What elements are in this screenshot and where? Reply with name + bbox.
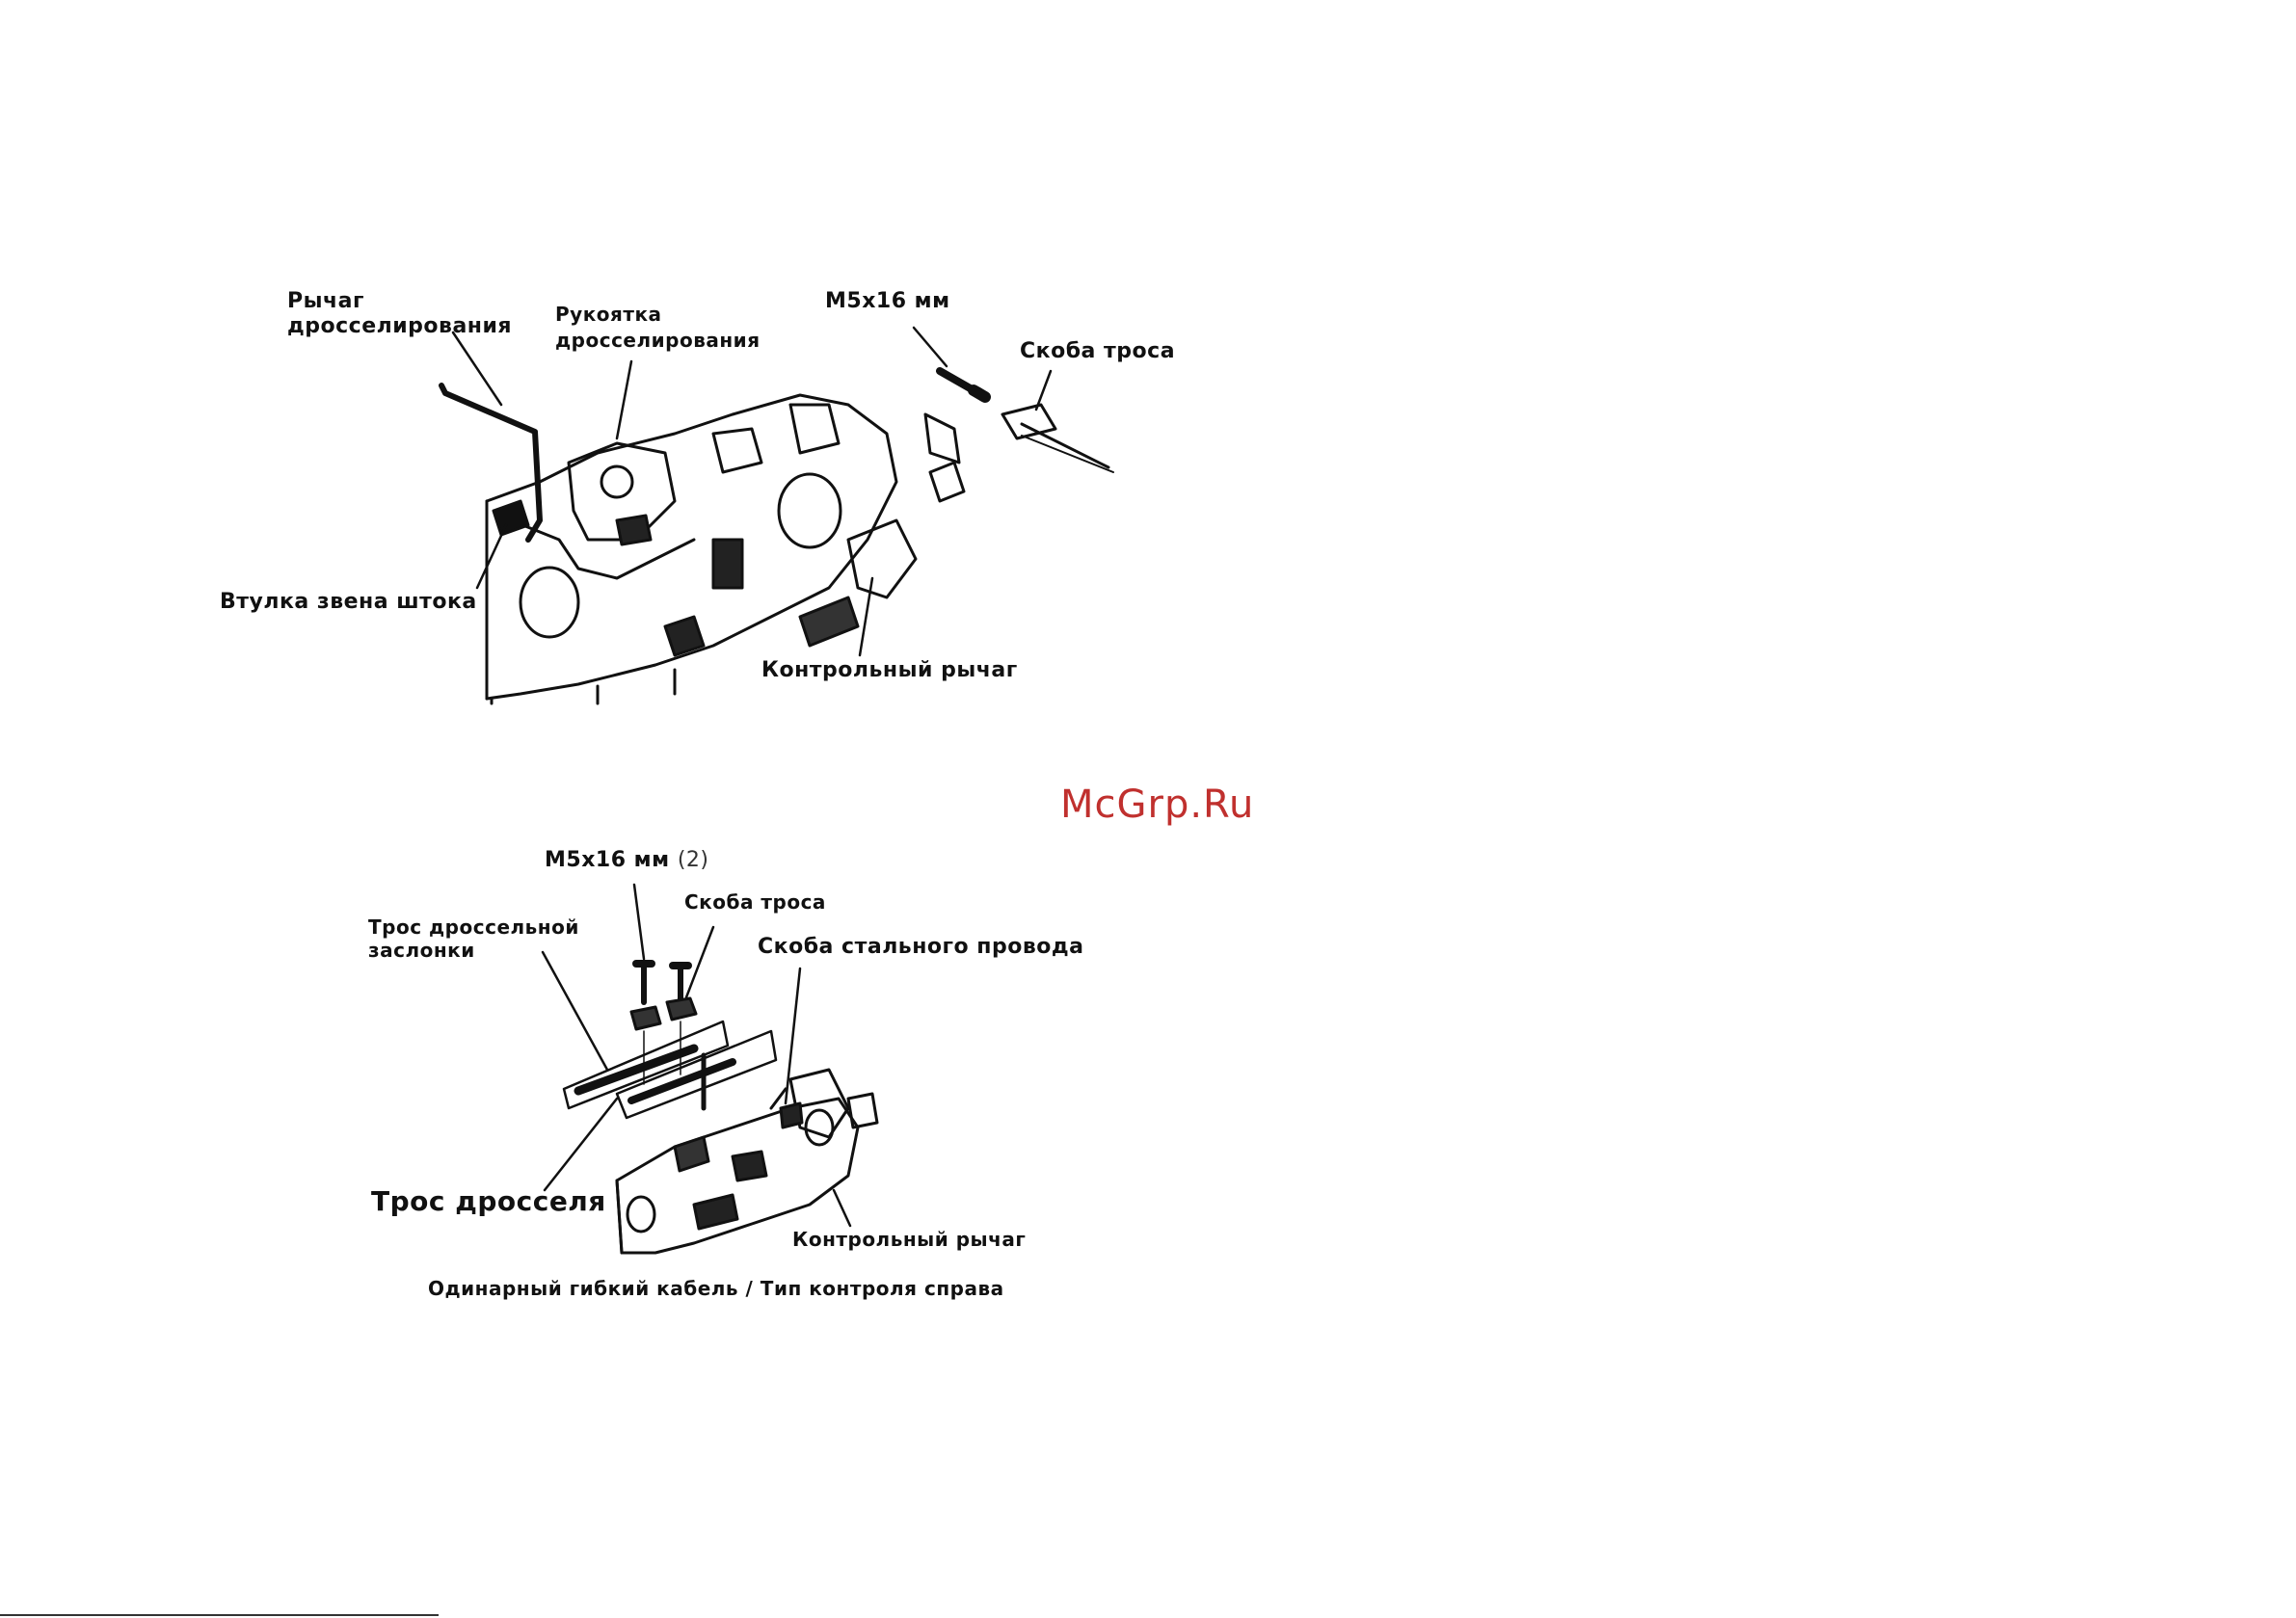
- top-bolt-shape: [940, 371, 974, 390]
- top-control-lever-shape: [848, 520, 916, 597]
- top-assembly: [441, 371, 1113, 703]
- bottom-clamp-1: [631, 1007, 660, 1029]
- label-bottom-cable-clamp: Скоба троса: [684, 889, 826, 915]
- bottom-assembly: [564, 964, 877, 1253]
- watermark: McGrp.Ru: [1060, 782, 1254, 827]
- diagram-caption: Одинарный гибкий кабель / Тип контроля с…: [428, 1276, 1004, 1302]
- rod-bushing-shape: [494, 501, 528, 535]
- label-bottom-control-lever: Контрольный рычаг: [792, 1227, 1026, 1253]
- label-top-control-lever: Контрольный рычаг: [761, 658, 1018, 683]
- top-cable-clamp-shape: [1002, 405, 1055, 438]
- label-bottom-bolt-qty: (2): [678, 848, 709, 872]
- top-body-outline: [487, 395, 896, 699]
- bottom-clamp-2: [667, 998, 696, 1020]
- bottom-wire-clamp-shape: [781, 1103, 802, 1127]
- label-throttle-flap-cable: Трос дроссельной заслонки: [368, 915, 579, 962]
- label-throttle-knob: Рукоятка дросселирования: [555, 302, 761, 354]
- label-rod-bushing: Втулка звена штока: [220, 590, 477, 615]
- label-throttle-lever: Рычаг дросселирования: [287, 289, 512, 339]
- label-top-cable-clamp: Скоба троса: [1020, 339, 1175, 364]
- label-bottom-bolt-text: M5x16 мм: [545, 848, 670, 872]
- page-footer-rule: [0, 1614, 439, 1616]
- label-top-bolt: M5x16 мм: [825, 289, 950, 314]
- top-cable: [1022, 424, 1108, 467]
- label-throttle-cable: Трос дросселя: [371, 1189, 606, 1214]
- label-wire-clamp: Скоба стального провода: [758, 935, 1084, 960]
- label-bottom-bolt: M5x16 мм (2): [545, 848, 708, 873]
